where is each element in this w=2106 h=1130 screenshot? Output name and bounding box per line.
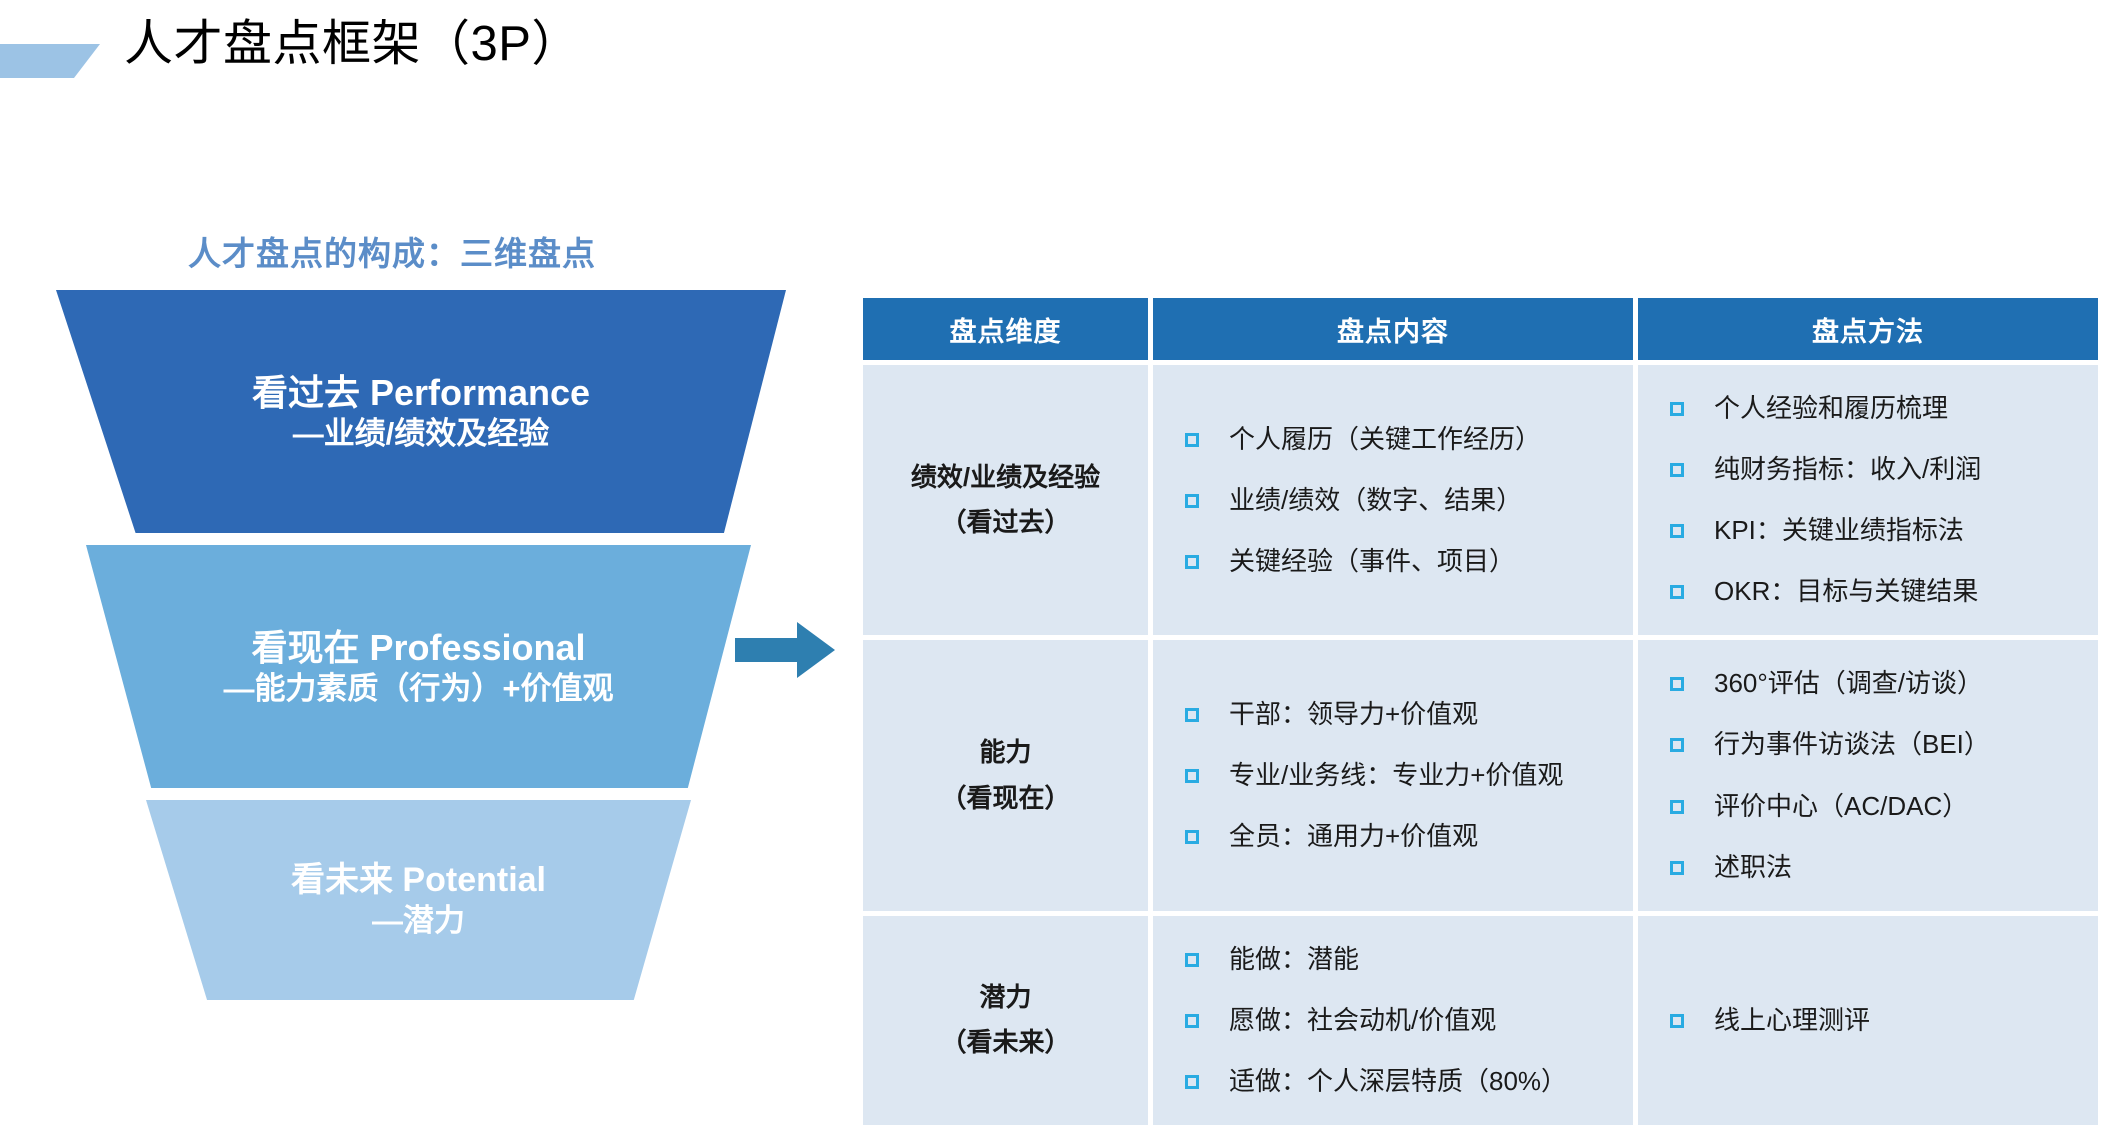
dimension-line: 潜力	[979, 981, 1032, 1012]
cell-method: 线上心理测评	[1638, 915, 2098, 1126]
funnel-segment-title: 看未来 Potential	[290, 861, 547, 900]
content-bullet-list: 干部：领导力+价值观 专业/业务线：专业力+价值观 全员：通用力+价值观	[1153, 671, 1633, 880]
list-item-label: 干部：领导力+价值观	[1229, 698, 1479, 729]
square-bullet-icon	[1670, 1013, 1684, 1028]
funnel-segment-subtitle: —能力素质（行为）+价值观	[223, 670, 614, 706]
list-item: 个人经验和履历梳理	[1668, 391, 2084, 426]
square-bullet-icon	[1185, 554, 1199, 569]
square-bullet-icon	[1185, 952, 1199, 967]
square-bullet-icon	[1670, 860, 1684, 875]
list-item: 能做：潜能	[1183, 942, 1619, 977]
table-row: 潜力 （看未来） 能做：潜能 愿做：社会动机/价值观 适做：个人深层特质（80%…	[863, 915, 2098, 1126]
dimension-line: （看未来）	[940, 1027, 1071, 1058]
square-bullet-icon	[1185, 493, 1199, 508]
list-item-label: 能做：潜能	[1229, 943, 1360, 974]
list-item-label: 评价中心（AC/DAC）	[1714, 790, 1969, 821]
table-row: 能力 （看现在） 干部：领导力+价值观 专业/业务线：专业力+价值观 全员：通用…	[863, 640, 2098, 911]
column-header-content: 盘点内容	[1153, 298, 1633, 360]
square-bullet-icon	[1670, 585, 1684, 600]
section-subtitle: 人才盘点的构成：三维盘点	[188, 235, 596, 272]
dimension-line: 绩效/业绩及经验	[910, 461, 1101, 492]
cell-content: 干部：领导力+价值观 专业/业务线：专业力+价值观 全员：通用力+价值观	[1153, 640, 1633, 911]
list-item-label: 360°评估（调查/访谈）	[1714, 668, 1984, 699]
list-item-label: 专业/业务线：专业力+价值观	[1229, 760, 1564, 791]
list-item-label: 纯财务指标：收入/利润	[1714, 454, 1982, 485]
square-bullet-icon	[1670, 402, 1684, 416]
table-row: 绩效/业绩及经验 （看过去） 个人履历（关键工作经历） 业绩/绩效（数字、结果）…	[863, 365, 2098, 636]
header-accent-parallelogram-icon	[0, 44, 100, 78]
list-item-label: 线上心理测评	[1714, 1004, 1871, 1035]
square-bullet-icon	[1185, 1074, 1199, 1089]
table-header-row: 盘点维度 盘点内容 盘点方法	[863, 298, 2098, 360]
list-item-label: 个人经验和履历梳理	[1714, 393, 1949, 423]
funnel-segment-professional[interactable]: 看现在 Professional —能力素质（行为）+价值观	[86, 545, 751, 788]
list-item: OKR：目标与关键结果	[1668, 574, 2084, 609]
cell-content: 能做：潜能 愿做：社会动机/价值观 适做：个人深层特质（80%）	[1153, 915, 1633, 1126]
cell-content: 个人履历（关键工作经历） 业绩/绩效（数字、结果） 关键经验（事件、项目）	[1153, 365, 1633, 636]
list-item-label: 全员：通用力+价值观	[1229, 821, 1479, 852]
square-bullet-icon	[1185, 769, 1199, 784]
list-item-label: KPI：关键业绩指标法	[1714, 515, 1964, 546]
list-item: 线上心理测评	[1668, 1003, 2084, 1038]
list-item: 个人履历（关键工作经历）	[1183, 422, 1619, 457]
funnel-segment-subtitle: —业绩/绩效及经验	[292, 415, 550, 451]
cell-dimension: 能力 （看现在）	[863, 640, 1148, 911]
funnel-segment-subtitle: —潜力	[372, 902, 465, 938]
three-dimension-funnel: 看过去 Performance —业绩/绩效及经验 看现在 Profession…	[0, 290, 820, 1000]
list-item: 关键经验（事件、项目）	[1183, 544, 1619, 579]
list-item: 专业/业务线：专业力+价值观	[1183, 758, 1619, 793]
column-header-dimension: 盘点维度	[863, 298, 1148, 360]
cell-dimension: 绩效/业绩及经验 （看过去）	[863, 365, 1148, 636]
list-item-label: 业绩/绩效（数字、结果）	[1229, 484, 1523, 515]
funnel-segment-title: 看现在 Professional	[251, 626, 586, 668]
content-bullet-list: 能做：潜能 愿做：社会动机/价值观 适做：个人深层特质（80%）	[1153, 916, 1633, 1125]
cell-method: 360°评估（调查/访谈） 行为事件访谈法（BEI） 评价中心（AC/DAC） …	[1638, 640, 2098, 911]
square-bullet-icon	[1185, 707, 1199, 722]
list-item: 述职法	[1668, 850, 2084, 885]
list-item: 适做：个人深层特质（80%）	[1183, 1064, 1619, 1099]
funnel-segment-title: 看过去 Performance	[251, 371, 591, 413]
list-item-label: 关键经验（事件、项目）	[1229, 545, 1516, 576]
list-item: 纯财务指标：收入/利润	[1668, 452, 2084, 487]
funnel-segment-performance[interactable]: 看过去 Performance —业绩/绩效及经验	[56, 290, 786, 533]
list-item: 行为事件访谈法（BEI）	[1668, 727, 2084, 762]
list-item-label: OKR：目标与关键结果	[1714, 576, 1979, 607]
method-bullet-list: 360°评估（调查/访谈） 行为事件访谈法（BEI） 评价中心（AC/DAC） …	[1638, 640, 2098, 910]
square-bullet-icon	[1670, 524, 1684, 539]
funnel-segment-potential[interactable]: 看未来 Potential —潜力	[146, 800, 691, 1000]
list-item: 业绩/绩效（数字、结果）	[1183, 483, 1619, 518]
right-arrow-icon	[735, 622, 835, 678]
method-bullet-list: 个人经验和履历梳理 纯财务指标：收入/利润 KPI：关键业绩指标法 OKR：目标…	[1638, 365, 2098, 635]
square-bullet-icon	[1185, 1013, 1199, 1028]
list-item: KPI：关键业绩指标法	[1668, 513, 2084, 548]
square-bullet-icon	[1185, 830, 1199, 845]
cell-method: 个人经验和履历梳理 纯财务指标：收入/利润 KPI：关键业绩指标法 OKR：目标…	[1638, 365, 2098, 636]
square-bullet-icon	[1670, 738, 1684, 753]
slide-header: 人才盘点框架（3P）	[0, 0, 2106, 130]
list-item: 愿做：社会动机/价值观	[1183, 1003, 1619, 1038]
square-bullet-icon	[1670, 463, 1684, 478]
method-bullet-list: 线上心理测评	[1638, 977, 2098, 1064]
list-item: 干部：领导力+价值观	[1183, 697, 1619, 732]
dimension-line: （看现在）	[940, 782, 1071, 813]
page-title: 人才盘点框架（3P）	[124, 17, 581, 71]
list-item-label: 适做：个人深层特质（80%）	[1229, 1065, 1568, 1096]
inventory-table: 盘点维度 盘点内容 盘点方法 绩效/业绩及经验 （看过去） 个人履历（关键工作经…	[858, 293, 2103, 1130]
list-item: 360°评估（调查/访谈）	[1668, 666, 2084, 701]
square-bullet-icon	[1185, 432, 1199, 447]
column-header-method: 盘点方法	[1638, 298, 2098, 360]
cell-dimension: 潜力 （看未来）	[863, 915, 1148, 1126]
dimension-line: （看过去）	[940, 507, 1071, 538]
list-item-label: 行为事件访谈法（BEI）	[1714, 729, 1990, 760]
square-bullet-icon	[1670, 799, 1684, 814]
list-item-label: 愿做：社会动机/价值观	[1229, 1004, 1497, 1035]
square-bullet-icon	[1670, 677, 1684, 692]
list-item-label: 述职法	[1714, 851, 1793, 882]
list-item: 评价中心（AC/DAC）	[1668, 789, 2084, 824]
list-item-label: 个人履历（关键工作经历）	[1229, 423, 1542, 454]
list-item: 全员：通用力+价值观	[1183, 819, 1619, 854]
content-bullet-list: 个人履历（关键工作经历） 业绩/绩效（数字、结果） 关键经验（事件、项目）	[1153, 396, 1633, 605]
dimension-line: 能力	[979, 737, 1032, 768]
